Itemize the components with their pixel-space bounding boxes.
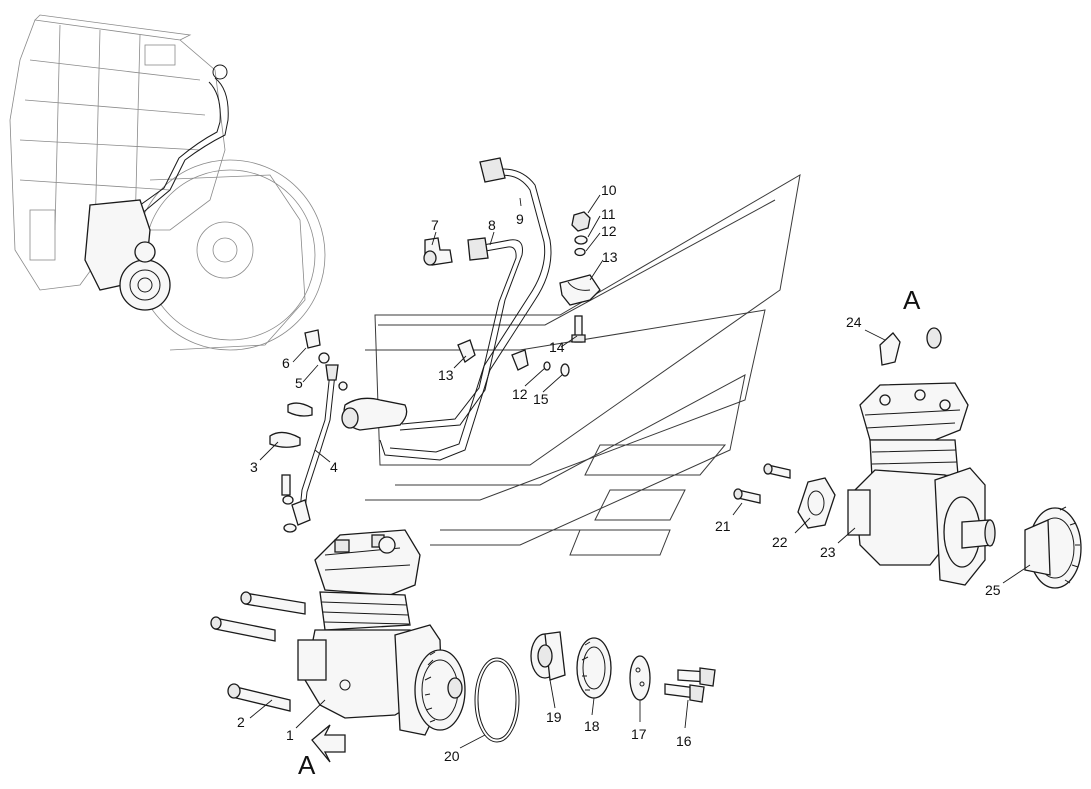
callout-15: 15 xyxy=(533,391,549,407)
bolt-2c-icon xyxy=(231,685,291,712)
air-compressor-main-assembly xyxy=(210,529,466,736)
bolt-6-icon xyxy=(304,329,321,349)
callout-19: 19 xyxy=(546,709,562,725)
callout-13-lower: 13 xyxy=(438,367,454,383)
side-flange-icon xyxy=(297,639,327,681)
callout-22: 22 xyxy=(772,534,788,550)
callout-9: 9 xyxy=(516,211,524,227)
callout-10: 10 xyxy=(601,182,617,198)
callout-23: 23 xyxy=(820,544,836,560)
callout-8: 8 xyxy=(488,217,496,233)
callout-4: 4 xyxy=(330,459,338,475)
o-ring-20-icon xyxy=(474,657,520,743)
callout-numbers: 1 2 3 4 5 6 7 8 9 10 11 12 12 13 13 14 1… xyxy=(237,182,1001,764)
clip-13-icon xyxy=(457,339,476,363)
view-a-label-bottom: A xyxy=(298,750,316,780)
callout-13-upper: 13 xyxy=(602,249,618,265)
callout-6: 6 xyxy=(282,355,290,371)
callout-5: 5 xyxy=(295,375,303,391)
clip-3-icon xyxy=(287,402,313,417)
callout-12-upper: 12 xyxy=(601,223,617,239)
callout-7: 7 xyxy=(431,217,439,233)
callout-17: 17 xyxy=(631,726,647,742)
callout-14: 14 xyxy=(549,339,565,355)
engine-overview-illustration xyxy=(9,14,326,351)
washer-12-icon xyxy=(574,247,586,257)
callout-12-lower: 12 xyxy=(512,386,528,402)
callout-25: 25 xyxy=(985,582,1001,598)
drive-parts-row xyxy=(474,631,716,743)
callout-21: 21 xyxy=(715,518,731,534)
gasket-22-icon xyxy=(797,477,836,529)
view-a-label-top: A xyxy=(903,285,921,315)
callout-1: 1 xyxy=(286,727,294,743)
view-a-compressor-assembly xyxy=(733,327,1082,589)
left-fittings xyxy=(269,329,348,533)
callout-16: 16 xyxy=(676,733,692,749)
plate-17-icon xyxy=(629,655,651,701)
bolt-icon xyxy=(281,474,291,496)
pipe-8-nut-icon xyxy=(467,237,489,261)
leader-lines xyxy=(249,194,1031,749)
callout-24: 24 xyxy=(846,314,862,330)
bolt-2b-icon xyxy=(214,617,276,642)
bolt-2a-icon xyxy=(244,592,306,615)
elbow-24-icon xyxy=(879,332,901,366)
callout-18: 18 xyxy=(584,718,600,734)
callout-3: 3 xyxy=(250,459,258,475)
pipe-9-nut-icon xyxy=(479,157,506,183)
callout-20: 20 xyxy=(444,748,460,764)
fittings-and-lines xyxy=(341,157,601,461)
view-a-arrow xyxy=(311,724,346,763)
callout-11: 11 xyxy=(601,206,616,222)
callout-2: 2 xyxy=(237,714,245,730)
nut-10-icon xyxy=(571,211,591,232)
washer-11-icon xyxy=(574,235,588,245)
